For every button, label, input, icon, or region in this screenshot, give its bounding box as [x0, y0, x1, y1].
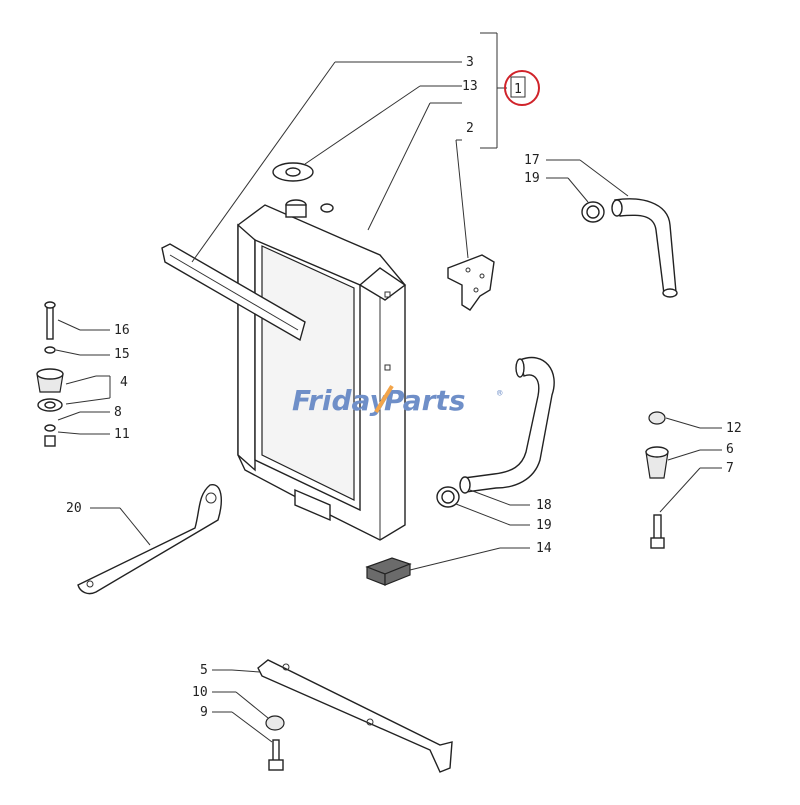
label-15: 15 [114, 347, 130, 362]
upper-clamp [581, 201, 605, 223]
radiator [237, 199, 407, 541]
watermark-part2: Parts [384, 384, 465, 417]
label-9: 9 [200, 705, 208, 720]
mount-stack-left [36, 301, 64, 447]
cap-gasket [272, 162, 314, 182]
watermark-slash [374, 384, 394, 414]
label-16: 16 [114, 323, 130, 338]
label-11: 11 [114, 427, 130, 442]
lower-clamp [436, 486, 460, 508]
watermark-registered: ® [497, 389, 503, 399]
small-bracket [447, 254, 495, 311]
label-1: 1 [514, 82, 522, 97]
label-17: 17 [524, 153, 540, 168]
watermark-logo: Friday Parts ® [292, 384, 503, 417]
label-14: 14 [536, 541, 552, 556]
label-6: 6 [726, 442, 734, 457]
label-12: 12 [726, 421, 742, 436]
label-8: 8 [114, 405, 122, 420]
watermark-part1: Friday [292, 384, 390, 417]
highlight-circle [504, 70, 540, 106]
bolt [268, 739, 284, 771]
label-7: 7 [726, 461, 734, 476]
label-19-upper: 19 [524, 171, 540, 186]
label-1-box [510, 76, 526, 98]
lower-bar [257, 659, 453, 773]
nut [265, 715, 285, 731]
label-4: 4 [120, 375, 128, 390]
lower-hose [459, 357, 555, 494]
label-20: 20 [66, 501, 82, 516]
mount-stack-right [645, 411, 669, 549]
rubber-pad [365, 557, 412, 586]
upper-hose [611, 198, 678, 298]
label-5: 5 [200, 663, 208, 678]
seal-strip [161, 243, 306, 342]
label-10: 10 [192, 685, 208, 700]
label-3: 3 [466, 55, 474, 70]
label-19-lower: 19 [536, 518, 552, 533]
label-18: 18 [536, 498, 552, 513]
stay-rod [77, 484, 222, 595]
label-13: 13 [462, 79, 478, 94]
label-2: 2 [466, 121, 474, 136]
leader-lines [55, 32, 722, 743]
